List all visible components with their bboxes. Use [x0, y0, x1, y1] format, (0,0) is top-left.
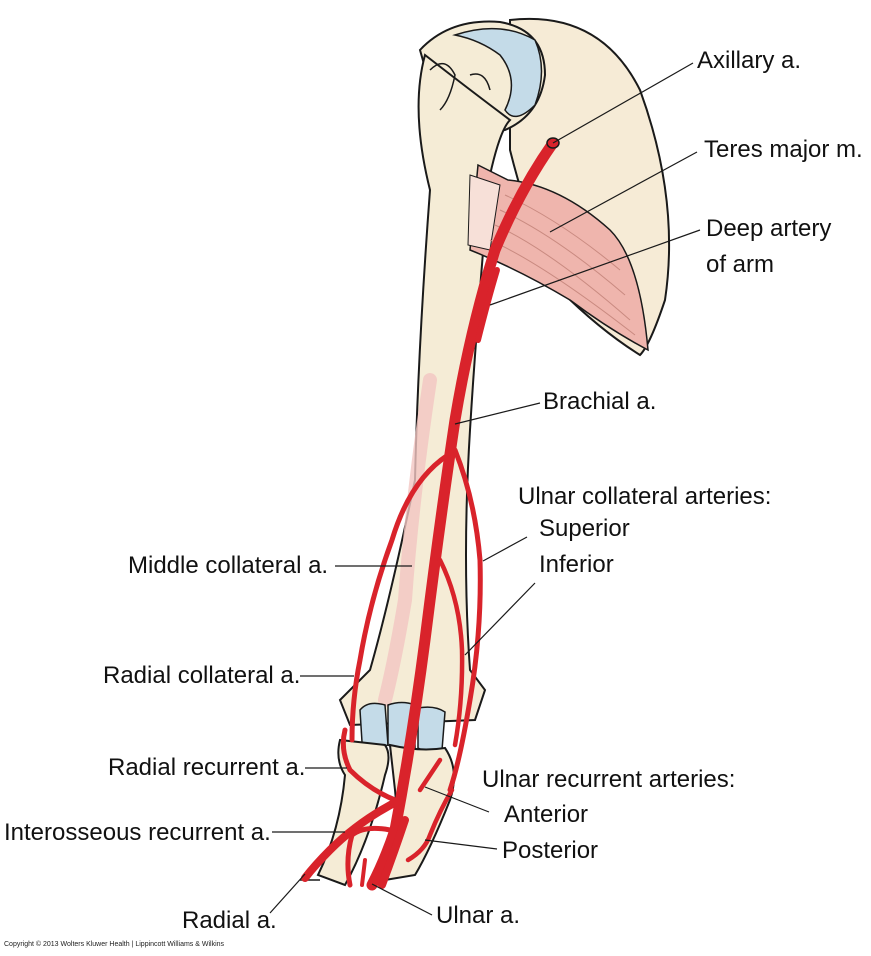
inferior-ulnar-collateral-artery	[437, 557, 465, 748]
middle-collateral-artery	[349, 452, 451, 743]
interosseous-recurrent-artery	[345, 825, 393, 888]
ulnar-recurrent-anterior-artery	[417, 757, 443, 793]
label-anterior: Anterior	[504, 801, 589, 828]
humeral-cartilage	[452, 27, 543, 118]
ulnar-artery	[378, 816, 409, 889]
label-inferior: Inferior	[539, 551, 614, 578]
copyright-notice: Copyright © 2013 Wolters Kluwer Health |…	[4, 941, 225, 948]
radial-artery	[301, 796, 404, 882]
label-radial-artery: Radial a.	[182, 907, 277, 934]
deep-artery-of-arm	[475, 267, 500, 343]
superior-ulnar-collateral-artery	[447, 447, 483, 793]
ulnar-recurrent-posterior-artery	[405, 787, 455, 863]
brachial-artery	[366, 137, 559, 891]
label-middle-collateral: Middle collateral a.	[128, 552, 329, 579]
label-superior: Superior	[539, 515, 630, 542]
label-ulnar-collateral-heading: Ulnar collateral arteries:	[518, 483, 772, 510]
label-ulnar-recurrent-heading: Ulnar recurrent arteries:	[482, 766, 736, 793]
label-ulnar-artery: Ulnar a.	[436, 902, 521, 929]
label-radial-recurrent: Radial recurrent a.	[108, 754, 306, 781]
radial-recurrent-artery	[340, 727, 398, 803]
label-posterior: Posterior	[502, 837, 599, 864]
artery-network	[301, 137, 559, 891]
leader-lines	[269, 62, 701, 916]
label-brachial-artery: Brachial a.	[543, 388, 657, 415]
label-teres-major: Teres major m.	[704, 136, 863, 163]
bone-shading	[378, 373, 437, 707]
label-interosseous-recurrent: Interosseous recurrent a.	[4, 819, 271, 846]
tubercle-detail	[429, 62, 456, 111]
label-axillary-artery: Axillary a.	[697, 47, 802, 74]
label-deep-artery-line1: Deep artery	[706, 215, 832, 242]
label-deep-artery-line2: of arm	[706, 251, 775, 278]
label-radial-collateral: Radial collateral a.	[103, 662, 301, 689]
